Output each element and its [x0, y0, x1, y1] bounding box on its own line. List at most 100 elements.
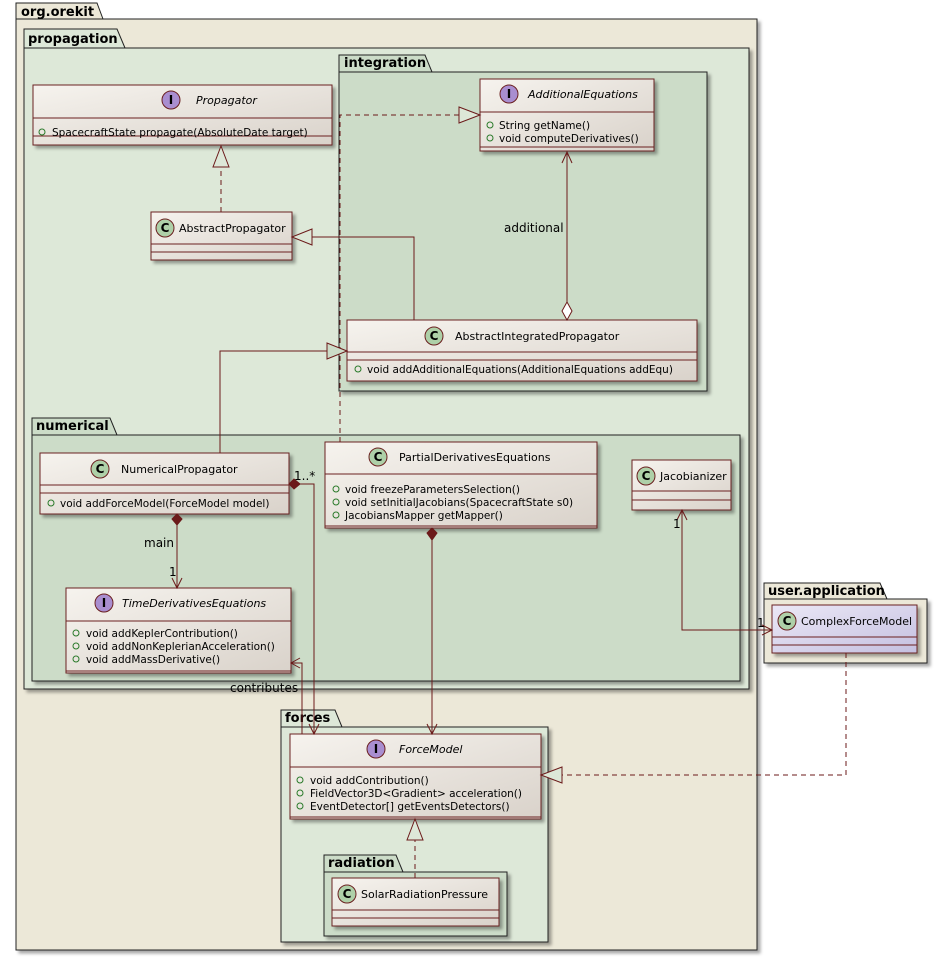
class-name-force-model: ForceModel — [399, 743, 462, 756]
label-contributes: contributes — [230, 681, 298, 695]
class-icon — [368, 447, 388, 467]
public-icon — [72, 642, 80, 650]
member-geteventsdetectors: EventDetector[] getEventsDetectors() — [310, 801, 510, 813]
member-getname: String getName() — [499, 120, 590, 132]
class-name-abstract-propagator: AbstractPropagator — [179, 222, 286, 235]
class-name-complex-force-model: ComplexForceModel — [801, 615, 912, 628]
label-complex-multiplicity: 1 — [757, 616, 765, 630]
member-acceleration: FieldVector3D<Gradient> acceleration() — [310, 788, 522, 800]
association-arrowhead-right — [761, 624, 774, 636]
public-icon — [332, 498, 340, 506]
member-addmassderivative: void addMassDerivative() — [86, 654, 220, 666]
member-addkeplercontribution: void addKeplerContribution() — [86, 628, 238, 640]
label-jacobianizer-multiplicity: 1 — [673, 517, 681, 531]
class-numerical-propagator: C NumericalPropagator void addForceModel… — [39, 452, 290, 515]
dependency-arrowhead — [289, 657, 301, 669]
public-icon — [486, 134, 494, 142]
class-icon — [90, 459, 110, 479]
member-computederivatives: void computeDerivatives() — [499, 133, 639, 145]
composition-arrowhead — [426, 723, 438, 736]
package-label-numerical: numerical — [36, 419, 109, 434]
class-propagator: I Propagator SpacecraftState propagate(A… — [32, 84, 333, 146]
class-name-partial-derivatives-equations: PartialDerivativesEquations — [399, 451, 551, 464]
interface-icon — [366, 739, 386, 759]
composition-diamond — [288, 478, 301, 490]
public-icon — [296, 789, 304, 797]
dependency-forcemodel-timederivatives — [291, 662, 303, 734]
public-icon — [38, 128, 46, 136]
realization-complexforcemodel-forcemodel — [562, 653, 847, 776]
class-name-jacobianizer: Jacobianizer — [659, 470, 727, 483]
public-icon — [332, 485, 340, 493]
label-additional: additional — [504, 221, 564, 235]
composition-arrowhead — [171, 577, 183, 590]
package-label-integration: integration — [344, 56, 426, 71]
member-propagate: SpacecraftState propagate(AbsoluteDate t… — [52, 127, 308, 139]
class-name-propagator: Propagator — [196, 94, 258, 107]
class-solar-radiation-pressure: C SolarRadiationPressure — [331, 877, 500, 927]
composition-arrowhead — [308, 723, 320, 736]
class-icon — [424, 326, 444, 346]
realization-arrowhead — [458, 106, 482, 124]
public-icon — [296, 802, 304, 810]
public-icon — [486, 121, 494, 129]
public-icon — [296, 776, 304, 784]
member-setinitialjacobians: void setInitialJacobians(SpacecraftState… — [345, 497, 573, 509]
class-icon — [337, 884, 357, 904]
class-name-additional-equations: AdditionalEquations — [527, 88, 638, 101]
class-complex-force-model: C ComplexForceModel — [771, 604, 918, 654]
package-label-propagation: propagation — [28, 32, 118, 47]
stereotype-letter: I — [507, 87, 511, 101]
realization-arrowhead — [406, 817, 424, 841]
stereotype-letter: C — [343, 887, 352, 901]
generalization-aip-abstractpropagator — [312, 236, 415, 320]
relationships: AdditionalEquations --> TimeDerivativesE… — [171, 106, 847, 878]
stereotype-letter: C — [642, 469, 651, 483]
class-icon — [155, 218, 175, 238]
class-abstract-propagator: C AbstractPropagator — [150, 211, 293, 261]
stereotype-letter: I — [169, 93, 173, 107]
stereotype-letter: I — [374, 742, 378, 756]
class-force-model: I ForceModel void addContribution() Fiel… — [289, 733, 542, 820]
class-icon — [777, 611, 797, 631]
class-name-solar-radiation-pressure: SolarRadiationPressure — [361, 888, 488, 901]
public-icon — [72, 655, 80, 663]
interface-icon — [94, 593, 114, 613]
package-label-user-application: user.application — [768, 584, 885, 599]
stereotype-letter: I — [102, 596, 106, 610]
class-icon — [636, 466, 656, 486]
composition-diamond — [171, 513, 183, 526]
package-label-radiation: radiation — [328, 856, 395, 871]
realization-pde-additionalequations — [339, 114, 459, 442]
generalization-numerical-aip — [219, 350, 327, 453]
stereotype-letter: C — [161, 221, 170, 235]
member-addforcemodel: void addForceModel(ForceModel model) — [60, 498, 269, 510]
composition-diamond — [426, 527, 438, 541]
class-abstract-integrated-propagator: C AbstractIntegratedPropagator void addA… — [346, 319, 698, 382]
aggregation-diamond — [561, 300, 573, 322]
realization-arrowhead — [539, 766, 563, 784]
member-getmapper: JacobiansMapper getMapper() — [344, 510, 503, 522]
generalization-arrowhead — [290, 228, 313, 246]
member-freezeparametersselection: void freezeParametersSelection() — [345, 484, 520, 496]
interface-icon — [499, 84, 519, 104]
class-name-numerical-propagator: NumericalPropagator — [121, 463, 238, 476]
stereotype-letter: C — [374, 450, 383, 464]
public-icon — [47, 499, 55, 507]
class-name-time-derivatives-equations: TimeDerivativesEquations — [122, 597, 266, 610]
label-forces-multiplicity: 1..* — [294, 469, 315, 483]
member-addadditionalequations: void addAdditionalEquations(AdditionalEq… — [367, 364, 673, 376]
label-main-multiplicity: 1 — [169, 565, 177, 579]
composition-numerical-forcemodel — [299, 483, 315, 734]
package-label-forces: forces — [285, 711, 331, 726]
realization-arrowhead — [212, 144, 230, 168]
generalization-arrowhead — [326, 342, 349, 360]
public-icon — [354, 365, 362, 373]
aggregation-arrowhead — [561, 150, 573, 164]
class-name-abstract-integrated-propagator: AbstractIntegratedPropagator — [455, 330, 620, 343]
member-addcontribution: void addContribution() — [310, 775, 429, 787]
package-label-orekit: org.orekit — [21, 5, 94, 20]
public-icon — [72, 629, 80, 637]
member-addnonkeplerianacceleration: void addNonKeplerianAcceleration() — [86, 641, 275, 653]
